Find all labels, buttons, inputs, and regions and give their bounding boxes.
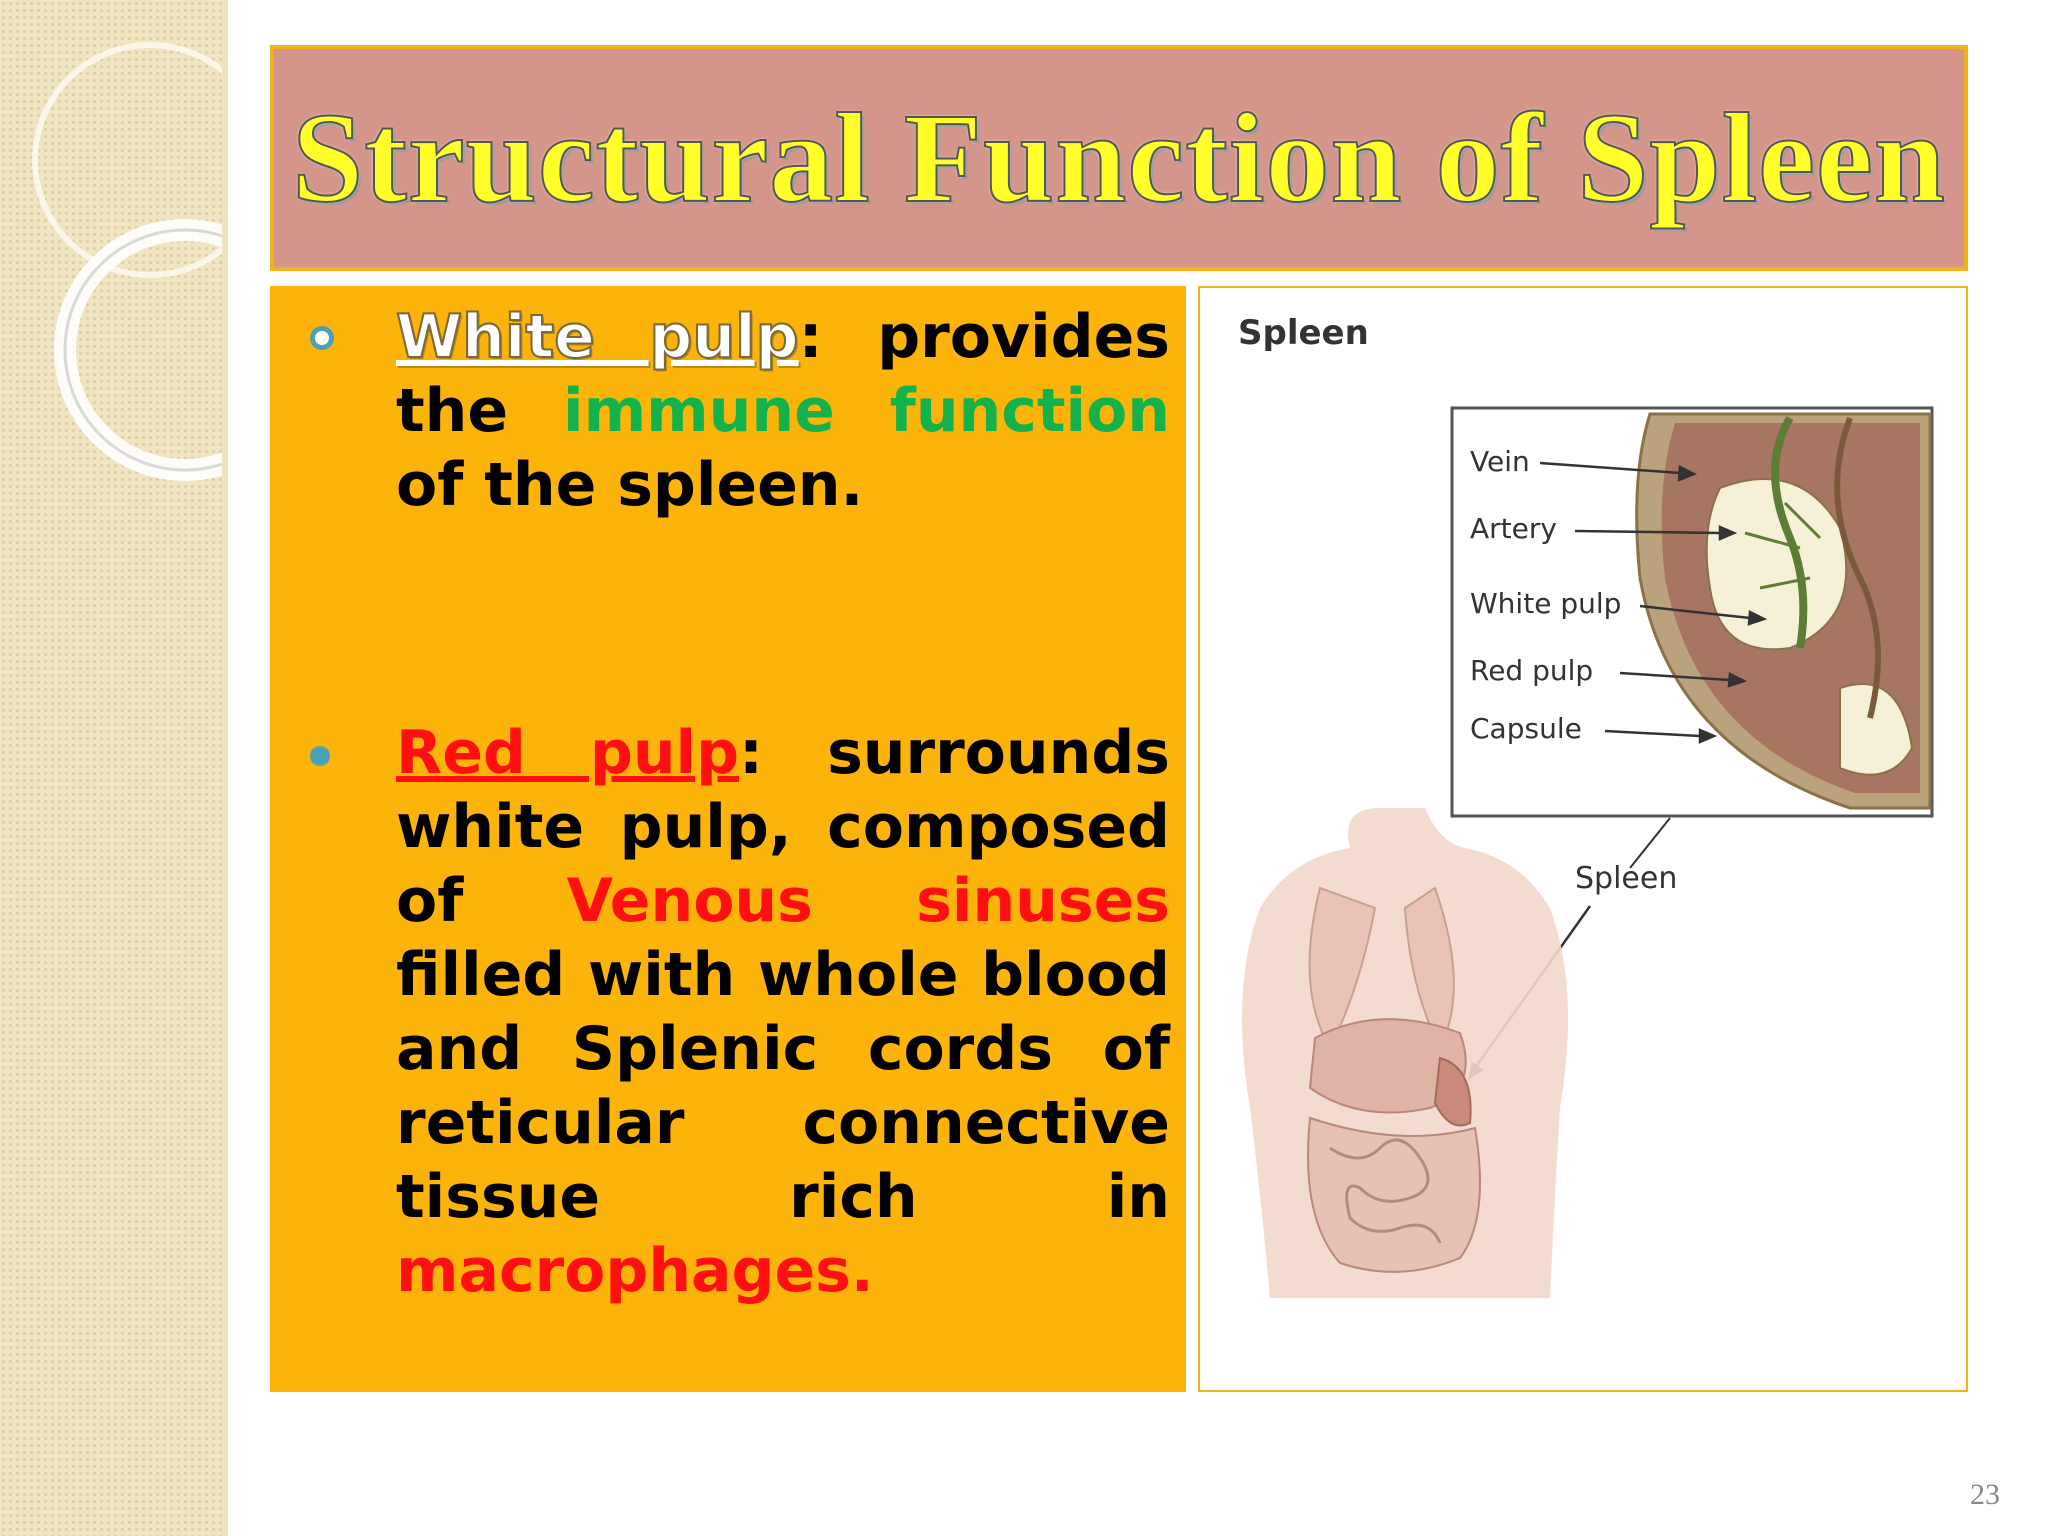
label-white-pulp: White pulp: [1470, 587, 1621, 620]
term-white-pulp: White pulp: [395, 301, 800, 373]
bullet-item-red-pulp: Red pulp: surrounds white pulp, composed…: [310, 716, 1170, 1308]
spleen-diagram-frame: Spleen Vein Artery White pulp Red pulp C…: [1198, 286, 1968, 1392]
label-capsule: Capsule: [1470, 712, 1582, 745]
decorative-circles: [32, 42, 228, 481]
label-spleen: Spleen: [1575, 861, 1677, 896]
highlight-macrophages: macrophages.: [396, 1236, 874, 1306]
inset-labels: Vein Artery White pulp Red pulp Capsule: [1470, 445, 1621, 745]
spleen-anatomy-illustration: Spleen Vein Artery White pulp Red pulp C…: [1238, 313, 1934, 1298]
slide-title: Structural Function of Spleen: [291, 86, 1946, 230]
bullet-text: White pulp: provides the immune function…: [395, 300, 1171, 522]
label-artery: Artery: [1470, 512, 1557, 545]
page-number: 23: [1970, 1478, 2000, 1511]
label-red-pulp: Red pulp: [1470, 654, 1593, 687]
label-arrows: [1539, 461, 1768, 744]
decorative-side-band: [0, 0, 228, 1536]
figure-title: Spleen: [1238, 313, 1369, 353]
text-segment: : provides the: [396, 302, 1170, 446]
title-bar: Structural Function of Spleen: [270, 45, 1968, 271]
text-segment: of the spleen.: [396, 450, 864, 520]
torso-illustration: [1242, 808, 1568, 1298]
term-red-pulp: Red pulp: [396, 718, 740, 788]
bullet-text: Red pulp: surrounds white pulp, composed…: [396, 716, 1170, 1308]
inset-connector: [1629, 817, 1671, 869]
bullet-content-box: White pulp: provides the immune function…: [270, 286, 1186, 1392]
spleen-cross-section: [1635, 412, 1932, 810]
text-segment: : surrounds white pulp, composed of: [396, 718, 1170, 936]
label-vein: Vein: [1470, 445, 1530, 478]
side-band-edge: [222, 0, 228, 1536]
highlight-venous-sinuses: Venous sinuses: [566, 866, 1170, 936]
text-segment: filled with whole blood and Splenic cord…: [396, 940, 1170, 1232]
bullet-icon: [310, 326, 334, 350]
bullet-icon: [310, 746, 330, 766]
bullet-item-white-pulp: White pulp: provides the immune function…: [310, 300, 1170, 522]
highlight-immune-function: immune function: [563, 376, 1171, 446]
